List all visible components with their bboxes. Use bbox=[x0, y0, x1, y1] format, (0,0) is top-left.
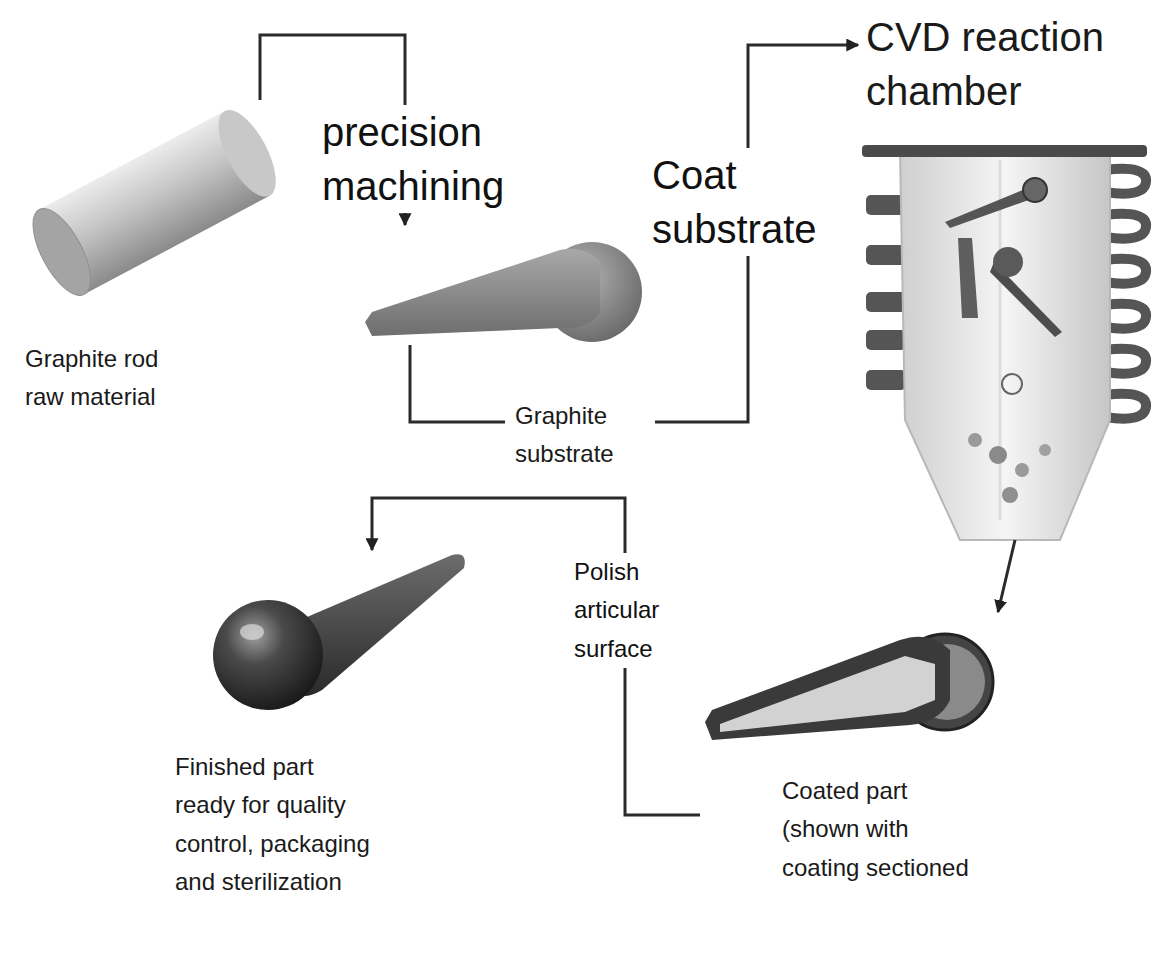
rod-end bbox=[207, 102, 287, 206]
stage-caption: Graphite substrate bbox=[515, 397, 640, 474]
heating-coil bbox=[1105, 304, 1146, 329]
head-highlight bbox=[240, 624, 264, 640]
stage-caption: Coated part (shown with coating sectione… bbox=[782, 772, 977, 887]
chamber-debris bbox=[968, 433, 982, 447]
chamber-debris bbox=[1002, 487, 1018, 503]
substrate-stem bbox=[365, 249, 600, 336]
chamber-fin bbox=[866, 245, 906, 265]
chamber-debris bbox=[1039, 444, 1051, 456]
heating-coil bbox=[1105, 349, 1146, 374]
graphite-rod bbox=[22, 102, 288, 304]
process-stage: CVD reaction chamber bbox=[858, 10, 1150, 540]
process-stage: Coated part (shown with coating sectione… bbox=[700, 612, 1030, 897]
chamber-body bbox=[900, 152, 1110, 540]
step-label: Coat substrate bbox=[648, 148, 856, 256]
chamber-port bbox=[1002, 374, 1022, 394]
process-stage: Graphite rod raw material bbox=[10, 100, 300, 423]
part-head bbox=[993, 247, 1023, 277]
stage-caption: CVD reaction chamber bbox=[866, 10, 1116, 118]
chamber-fin bbox=[866, 330, 906, 350]
chamber-rim bbox=[862, 145, 1147, 157]
chamber-debris bbox=[1015, 463, 1029, 477]
heating-coil bbox=[1105, 259, 1146, 284]
heating-coil bbox=[1105, 214, 1146, 239]
finished-part bbox=[213, 554, 465, 710]
chamber-fin bbox=[866, 370, 906, 390]
stage-caption: Graphite rod raw material bbox=[25, 340, 185, 417]
chamber-seam bbox=[999, 160, 1002, 520]
heating-coil bbox=[1105, 394, 1146, 419]
step-label: precision machining bbox=[318, 105, 546, 213]
chamber-fin bbox=[866, 292, 906, 312]
step-label: Polish articular surface bbox=[570, 553, 703, 668]
bracket-line bbox=[410, 345, 505, 422]
stem-section bbox=[720, 656, 935, 732]
process-stage: Finished part ready for quality control,… bbox=[170, 550, 470, 908]
heating-coil bbox=[1105, 169, 1146, 194]
coated-part bbox=[705, 634, 993, 740]
part-head bbox=[1023, 178, 1047, 202]
cvd-chamber bbox=[862, 145, 1147, 540]
part-in-chamber bbox=[958, 238, 978, 318]
flow-arrow bbox=[998, 540, 1015, 612]
graphite-substrate bbox=[365, 242, 642, 342]
chamber-debris bbox=[989, 446, 1007, 464]
coated-stem bbox=[705, 637, 950, 740]
process-stage: Graphite substrate bbox=[355, 225, 655, 480]
finished-head bbox=[213, 600, 323, 710]
rod-face bbox=[22, 200, 102, 304]
stage-caption: Finished part ready for quality control,… bbox=[175, 748, 375, 902]
